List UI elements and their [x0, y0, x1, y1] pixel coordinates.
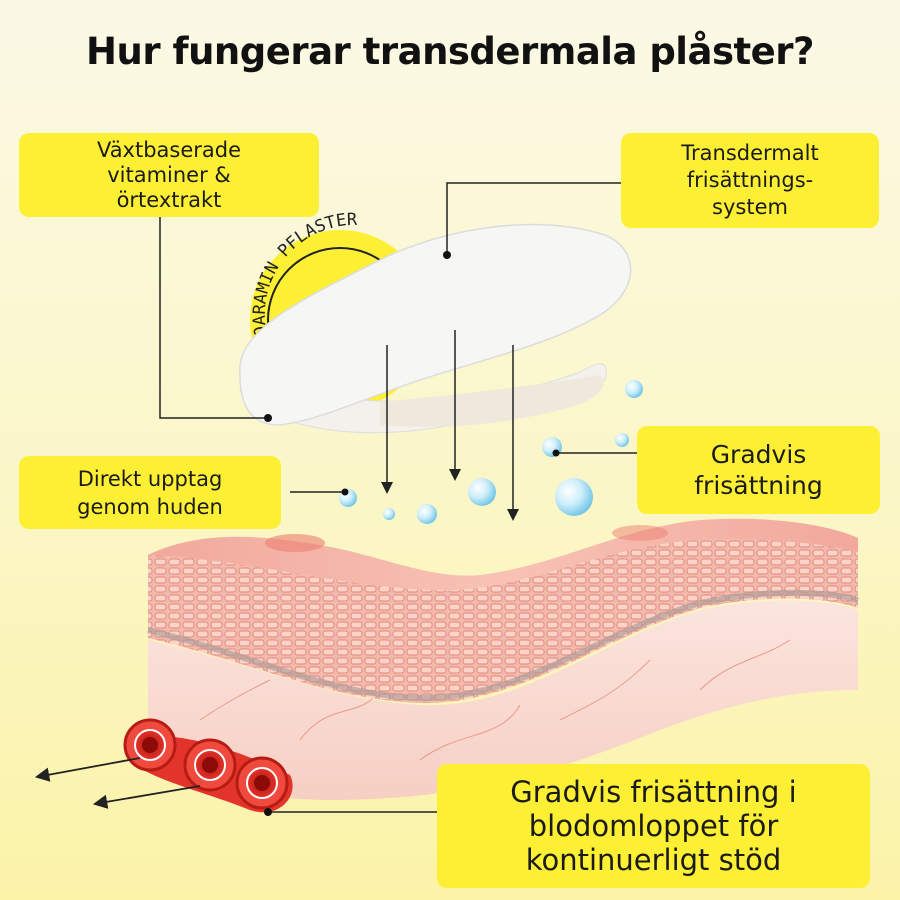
vessel: [235, 756, 289, 810]
connectors: [159, 182, 637, 816]
label-ingredients: Växtbaserade vitaminer & örtextrakt: [19, 133, 319, 217]
vessel: [123, 718, 177, 772]
bubble: [625, 380, 643, 398]
transdermal-patch: DOARAMIN PFLASTER: [239, 210, 632, 434]
skin-epidermis: [148, 539, 858, 704]
bubble: [468, 478, 496, 506]
arrow-left: [34, 757, 141, 782]
outflow-arrows: [34, 757, 201, 809]
bubble: [417, 504, 437, 524]
connector-ingredients: [159, 217, 268, 419]
blood-vessels: [123, 718, 293, 813]
arrow-left: [92, 785, 201, 809]
bubble: [383, 508, 395, 520]
bubble: [615, 433, 629, 447]
label-gradual-release: Gradvis frisättning: [637, 426, 880, 514]
downward-arrows: [381, 330, 519, 521]
skin-dermis: [148, 600, 858, 800]
skin-surface: [148, 518, 858, 591]
label-bloodstream-release: Gradvis frisättning i blodomloppet för k…: [437, 764, 870, 888]
connector-system: [446, 182, 621, 255]
label-release-system: Transdermalt frisättnings- system: [621, 133, 879, 228]
skin-cross-section: [147, 518, 859, 800]
page-title: Hur fungerar transdermala plåster?: [86, 30, 814, 73]
vessel: [183, 738, 237, 792]
bubble: [555, 478, 593, 516]
label-direct-absorption: Direkt upptag genom huden: [19, 456, 281, 529]
